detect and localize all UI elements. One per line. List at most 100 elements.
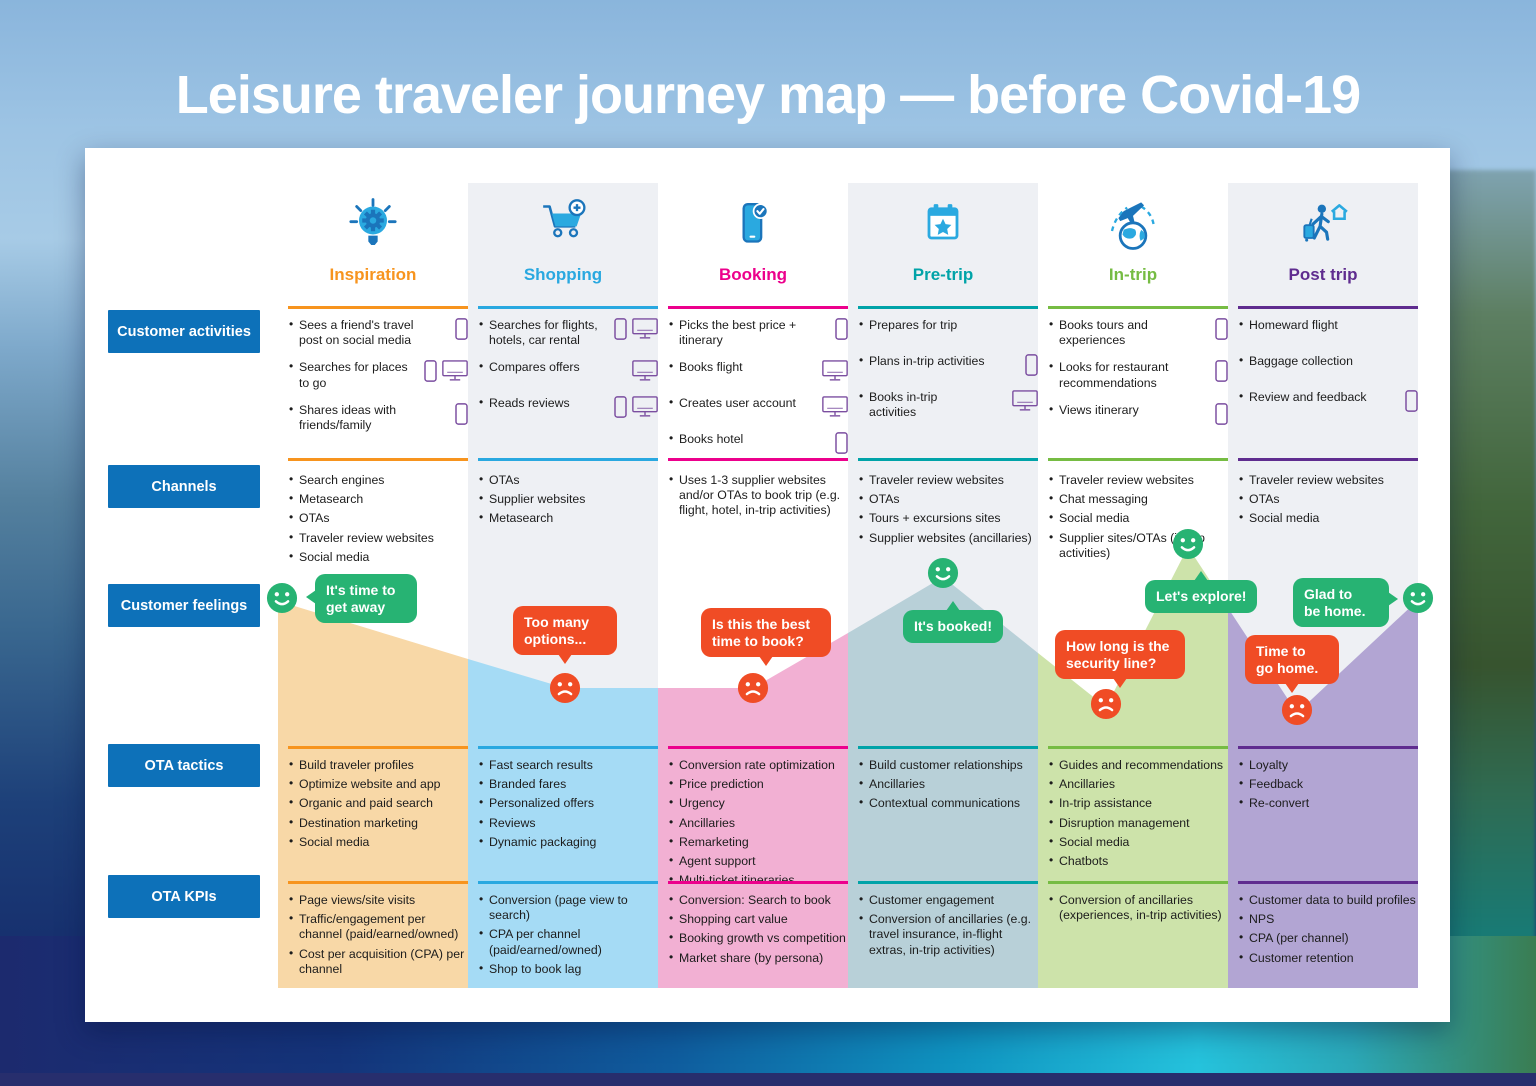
tactic-item: Dynamic packaging	[478, 834, 658, 850]
kpi-item: Customer data to build profiles	[1238, 892, 1418, 908]
page-title: Leisure traveler journey map — before Co…	[175, 65, 1361, 126]
feeling-bubble: Is this the best time to book?	[701, 608, 831, 667]
kpi-item: CPA per channel (paid/earned/owned)	[478, 926, 658, 957]
activity-item: Shares ideas with friends/family	[288, 402, 468, 433]
happy-face-icon	[927, 557, 959, 589]
activity-item: Baggage collection	[1238, 353, 1418, 378]
tactics-booking: Conversion rate optimizationPrice predic…	[668, 746, 848, 893]
row-label-channels: Channels	[108, 465, 260, 508]
tactics-list: Build customer relationshipsAncillariesC…	[858, 757, 1038, 812]
happy-face-icon	[1172, 528, 1204, 560]
desktop-icon	[822, 396, 848, 418]
activity-item: Books flight	[668, 359, 848, 384]
activity-item: Sees a friend's travel post on social me…	[288, 317, 468, 348]
activities-list: Books tours and experiencesLooks for res…	[1048, 317, 1228, 427]
tactic-item: Organic and paid search	[288, 795, 468, 811]
stage-header-inspiration: Inspiration	[278, 196, 468, 285]
tactic-item: Urgency	[668, 795, 848, 811]
stage-name: Shopping	[523, 265, 603, 284]
tactic-item: Reviews	[478, 815, 658, 831]
tactic-item: In-trip assistance	[1048, 795, 1228, 811]
stage-header-booking: Booking	[658, 196, 848, 285]
feeling-bubble: Let's explore!	[1145, 571, 1258, 613]
activities-list: Picks the best price + itineraryBooks fl…	[668, 317, 848, 456]
channel-item: Traveler review websites	[288, 530, 468, 546]
kpi-item: Cost per acquisition (CPA) per channel	[288, 946, 468, 977]
channels-list: Uses 1-3 supplier websites and/or OTAs t…	[668, 472, 848, 519]
posttrip-band	[1228, 600, 1418, 988]
activities-list: Prepares for tripPlans in-trip activitie…	[858, 317, 1038, 420]
sad-face-icon	[549, 672, 581, 704]
kpi-item: NPS	[1238, 911, 1418, 927]
activity-item: Books hotel	[668, 431, 848, 456]
kpis-posttrip: Customer data to build profilesNPSCPA (p…	[1238, 881, 1418, 970]
phone-icon	[614, 318, 627, 340]
phone-icon	[1025, 354, 1038, 376]
channel-item: Metasearch	[288, 491, 468, 507]
channels-list: Traveler review websitesOTAsSocial media	[1238, 472, 1418, 527]
sad-face-icon	[737, 672, 769, 704]
activity-item: Reads reviews	[478, 395, 658, 420]
channel-item: Traveler review websites	[1048, 472, 1228, 488]
channels-posttrip: Traveler review websitesOTAsSocial media	[1238, 461, 1418, 531]
tactic-item: Social media	[288, 834, 468, 850]
activity-item: Compares offers	[478, 359, 658, 384]
tactic-item: Re-convert	[1238, 795, 1418, 811]
sad-face-icon	[1281, 694, 1313, 726]
kpis-list: Customer engagementConversion of ancilla…	[858, 892, 1038, 958]
stage-header-posttrip: Post trip	[1228, 196, 1418, 285]
tactics-list: Conversion rate optimizationPrice predic…	[668, 757, 848, 889]
lightbulb-gear-icon	[349, 198, 397, 245]
tactic-item: Ancillaries	[668, 815, 848, 831]
stage-name: Booking	[719, 265, 787, 284]
tactic-item: Feedback	[1238, 776, 1418, 792]
activities-posttrip: Homeward flightBaggage collectionReview …	[1238, 306, 1418, 461]
phone-icon	[835, 432, 848, 455]
channels-intrip: Traveler review websitesChat messagingSo…	[1048, 461, 1228, 565]
kpi-item: Shop to book lag	[478, 961, 658, 977]
phone-icon	[455, 318, 468, 340]
kpi-item: Traffic/engagement per channel (paid/ear…	[288, 911, 468, 942]
kpis-list: Conversion of ancillaries (experiences, …	[1048, 892, 1228, 923]
kpi-item: Booking growth vs competition	[668, 930, 848, 946]
activity-item: Picks the best price + itinerary	[668, 317, 848, 348]
tactic-item: Loyalty	[1238, 757, 1418, 773]
tactics-list: LoyaltyFeedbackRe-convert	[1238, 757, 1418, 812]
channel-item: Tours + excursions sites	[858, 510, 1038, 526]
channel-item: Supplier sites/OTAs (in-trip activities)	[1048, 530, 1228, 561]
inspiration-band	[278, 601, 468, 988]
kpis-list: Page views/site visitsTraffic/engagement…	[288, 892, 468, 977]
channel-item: OTAs	[858, 491, 1038, 507]
tactic-item: Branded fares	[478, 776, 658, 792]
phone-icon	[1215, 360, 1228, 383]
tactics-inspiration: Build traveler profilesOptimize website …	[288, 746, 468, 854]
channels-inspiration: Search enginesMetasearchOTAsTraveler rev…	[288, 461, 468, 569]
tactic-item: Optimize website and app	[288, 776, 468, 792]
tactics-list: Fast search resultsBranded faresPersonal…	[478, 757, 658, 850]
kpi-item: Conversion (page view to search)	[478, 892, 658, 923]
channel-item: Social media	[1048, 510, 1228, 526]
feeling-bubble: It's booked!	[903, 601, 1003, 643]
activity-item: Plans in-trip activities	[858, 353, 1038, 378]
activities-inspiration: Sees a friend's travel post on social me…	[288, 306, 468, 461]
desktop-icon	[632, 318, 658, 339]
activity-item: Looks for restaurant recommendations	[1048, 359, 1228, 390]
channel-item: Supplier websites	[478, 491, 658, 507]
activities-list: Sees a friend's travel post on social me…	[288, 317, 468, 433]
feeling-bubble: Time to go home.	[1245, 635, 1339, 694]
calendar-star-icon	[927, 204, 959, 240]
journey-map-card: Inspiration Shopping Booking Pre	[85, 148, 1450, 1022]
phone-check-icon	[742, 203, 769, 243]
channels-list: Traveler review websitesOTAsTours + excu…	[858, 472, 1038, 546]
tactic-item: Disruption management	[1048, 815, 1228, 831]
feeling-bubble: It's time to get away	[306, 574, 417, 624]
kpis-booking: Conversion: Search to bookShopping cart …	[668, 881, 848, 970]
activity-item: Review and feedback	[1238, 389, 1418, 414]
kpi-item: Market share (by persona)	[668, 950, 848, 966]
feeling-bubble: How long is the security line?	[1055, 630, 1185, 689]
kpis-list: Conversion (page view to search)CPA per …	[478, 892, 658, 977]
tactics-shopping: Fast search resultsBranded faresPersonal…	[478, 746, 658, 854]
phone-icon	[1405, 390, 1418, 412]
phone-icon	[835, 318, 848, 340]
tactic-item: Chatbots	[1048, 853, 1228, 869]
